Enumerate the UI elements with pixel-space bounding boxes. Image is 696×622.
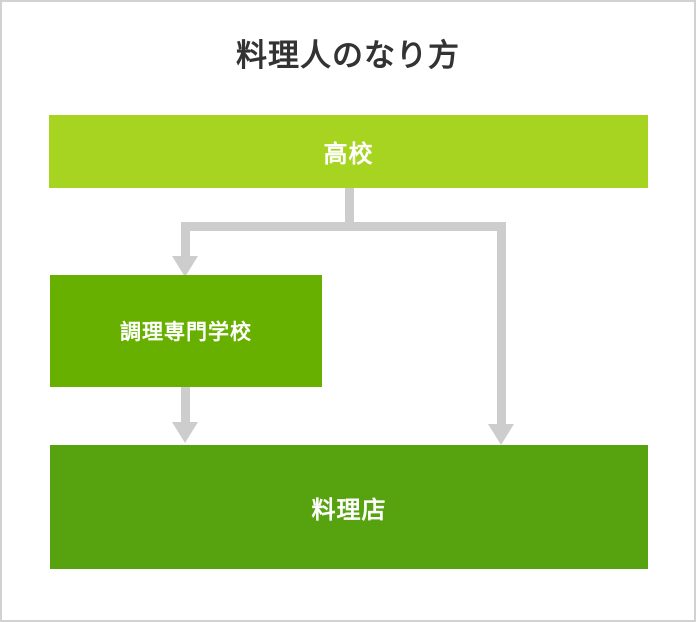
connector-highschool-trunk — [345, 188, 354, 224]
node-restaurant-label: 料理店 — [311, 495, 387, 524]
page-title: 料理人のなり方 — [236, 38, 460, 74]
arrow-down-icon-highschool-to-restaurant — [488, 424, 514, 445]
node-culinary-school[interactable]: 調理専門学校 — [50, 275, 322, 387]
connector-right-branch-stem — [497, 222, 506, 425]
connector-left-branch-stem — [181, 222, 190, 258]
connector-school-to-restaurant-stem — [181, 387, 190, 423]
node-culinary-school-label: 調理専門学校 — [120, 320, 252, 344]
node-highschool[interactable]: 高校 — [49, 115, 648, 188]
connector-horizontal-bus — [181, 222, 506, 231]
node-restaurant[interactable]: 料理店 — [50, 445, 648, 569]
node-highschool-label: 高校 — [323, 140, 374, 168]
arrow-down-icon-to-culinary-school — [172, 256, 198, 277]
arrow-down-icon-school-to-restaurant — [172, 422, 198, 443]
